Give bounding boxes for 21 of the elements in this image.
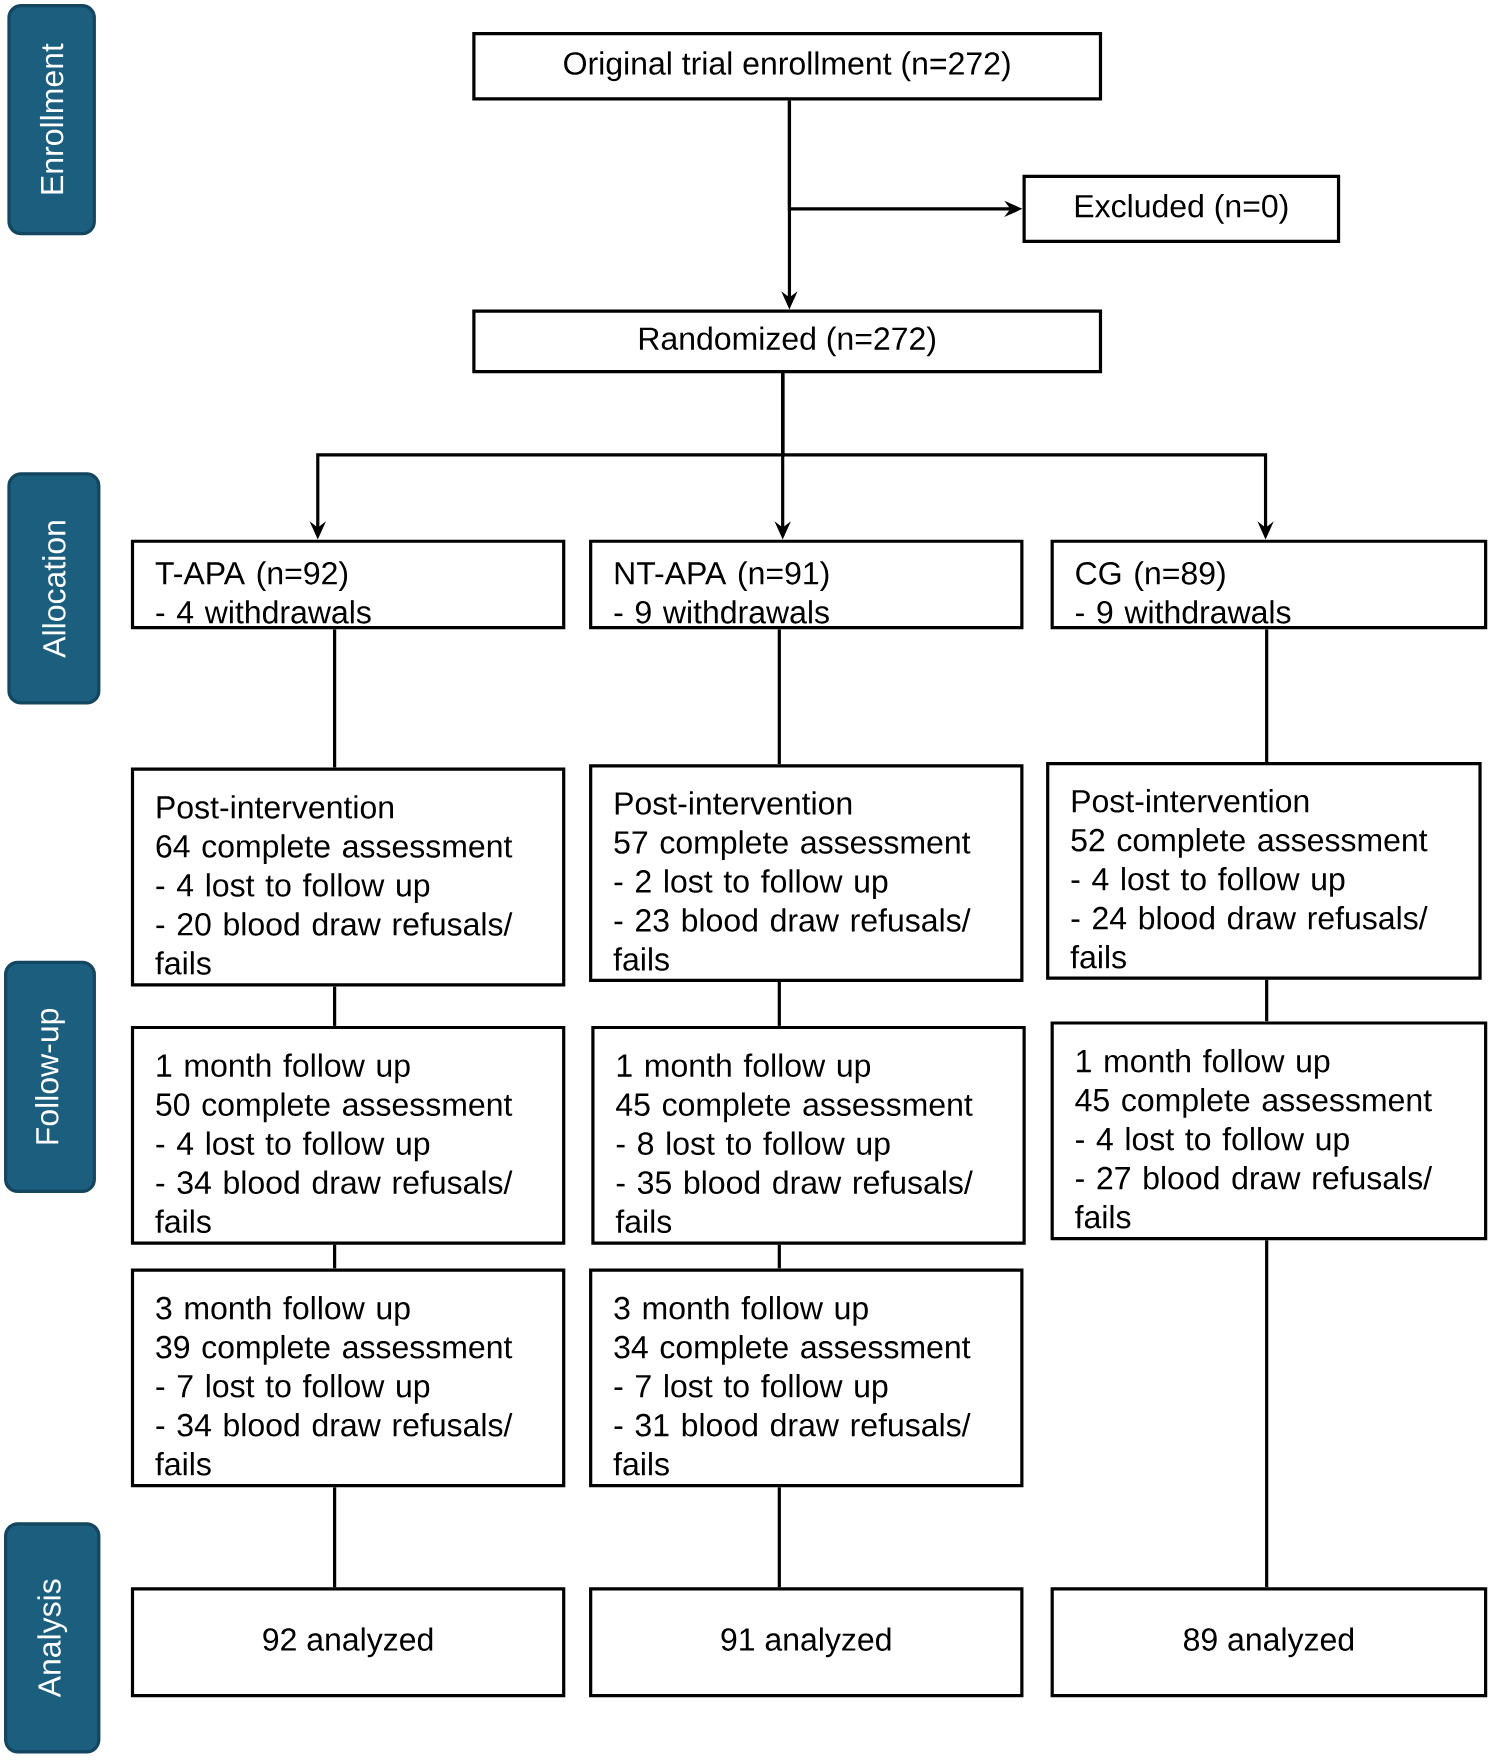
flow-box: 91 analyzed — [589, 1587, 1024, 1698]
stage-label: Follow-up — [4, 960, 96, 1194]
flow-box: T-APA (n=92) - 4 withdrawals — [130, 539, 566, 630]
flow-box: Post-intervention 57 complete assessment - 2 lost to follow up - 23 blood draw refusals/ fails — [589, 764, 1024, 982]
flow-box: Randomized (n=272) — [472, 309, 1103, 374]
stage-label: Analysis — [4, 1522, 101, 1754]
flow-box: Post-intervention 52 complete assessment - 4 lost to follow up - 24 blood draw refusals/ fails — [1046, 762, 1482, 980]
flow-box: 92 analyzed — [130, 1587, 566, 1698]
flow-box: 1 month follow up 45 complete assessment - 4 lost to follow up - 27 blood draw refusals/ fails — [1050, 1021, 1488, 1241]
flow-box: Excluded (n=0) — [1022, 174, 1341, 244]
flow-box: Post-intervention 64 complete assessment - 4 lost to follow up - 20 blood draw refusals/ fails — [130, 767, 566, 987]
flow-box: NT-APA (n=91) - 9 withdrawals — [589, 539, 1024, 630]
flow-box: 1 month follow up 50 complete assessment - 4 lost to follow up - 34 blood draw refusals/ fails — [130, 1025, 566, 1245]
flow-box: 1 month follow up 45 complete assessment - 8 lost to follow up - 35 blood draw refusals/ fails — [591, 1025, 1026, 1245]
flow-box: 3 month follow up 39 complete assessment - 7 lost to follow up - 34 blood draw refusals/ fails — [130, 1268, 566, 1488]
flow-box: 3 month follow up 34 complete assessment - 7 lost to follow up - 31 blood draw refusals/ fails — [589, 1268, 1024, 1488]
stage-label: Allocation — [7, 472, 101, 705]
stage-label: Enrollment — [7, 4, 96, 236]
flow-box: CG (n=89) - 9 withdrawals — [1050, 539, 1488, 630]
flow-box: Original trial enrollment (n=272) — [472, 32, 1103, 101]
flow-box: 89 analyzed — [1050, 1587, 1488, 1698]
